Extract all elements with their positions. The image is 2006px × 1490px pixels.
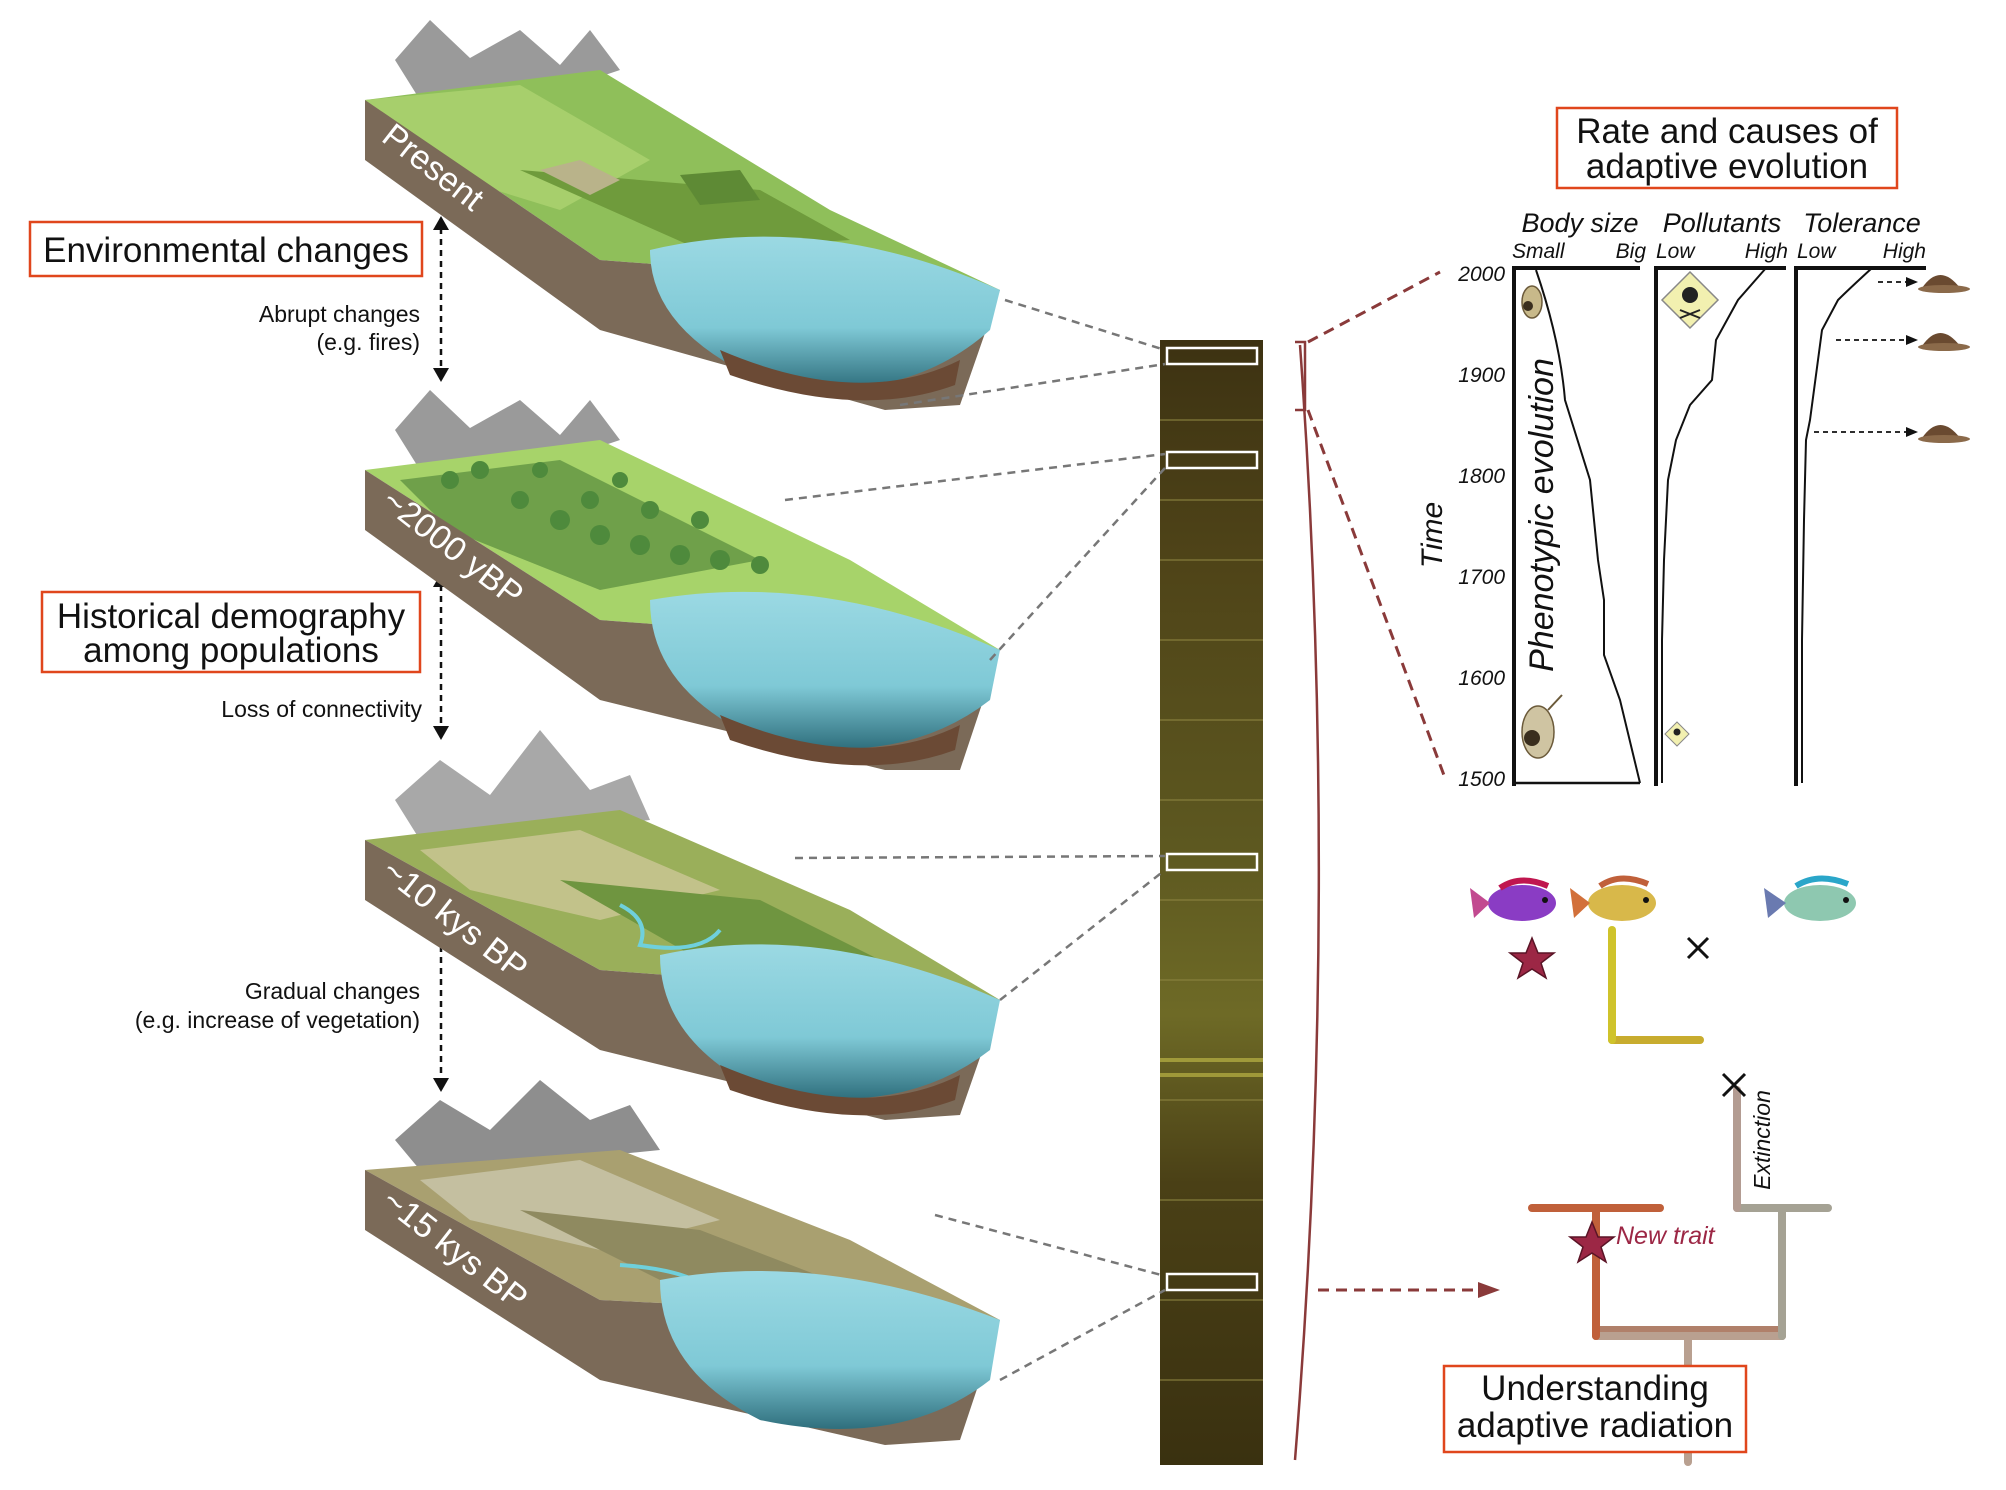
landscape-2000ybp: ~2000 yBP <box>365 390 1000 770</box>
header-pollutants: Pollutants <box>1663 208 1782 238</box>
loss-of-connectivity-label: Loss of connectivity <box>221 696 422 722</box>
gradual-changes-example: (e.g. increase of vegetation) <box>135 1007 420 1033</box>
extinction-label: Extinction <box>1749 1090 1775 1190</box>
time-tick-1500: 1500 <box>1458 768 1505 791</box>
trait-star-icon <box>1507 935 1557 980</box>
rate-curves <box>1535 267 1873 784</box>
time-tick-1900: 1900 <box>1458 364 1505 387</box>
phenotypic-evolution-label: Phenotypic evolution <box>1523 358 1561 672</box>
landscape-present: Present <box>365 20 1000 410</box>
tolerance-arrows <box>1814 281 1908 433</box>
header-tolerance: Tolerance <box>1803 208 1921 238</box>
environmental-changes-label: Environmental changes <box>43 231 409 270</box>
landscape-15kysbp: ~15 kys BP <box>365 1080 1000 1445</box>
radiation-title-line2: adaptive radiation <box>1457 1406 1733 1445</box>
abrupt-changes-example: (e.g. fires) <box>316 329 420 355</box>
body-size-scale-small: Small <box>1512 240 1566 263</box>
core-brackets <box>1293 340 1321 1461</box>
rate-plot-frames <box>1512 266 1926 786</box>
sediment-core <box>1160 340 1263 1465</box>
abrupt-changes-label: Abrupt changes <box>259 301 420 327</box>
daphnia-icon <box>1521 285 1543 319</box>
pollutants-scale-high: High <box>1745 240 1788 263</box>
time-tick-2000: 2000 <box>1457 263 1505 286</box>
radiation-arrow-head <box>1478 1282 1500 1298</box>
rate-title-line1: Rate and causes of <box>1576 112 1878 151</box>
rate-title-line2: adaptive evolution <box>1586 147 1868 186</box>
time-axis-label: Time <box>1416 502 1449 568</box>
skull-hazard-icon <box>1660 270 1720 330</box>
new-trait-label: New trait <box>1616 1222 1716 1250</box>
pollutants-scale-low: Low <box>1656 240 1696 263</box>
fish-purple-icon <box>1470 877 1556 921</box>
historical-demography-box: Historical demography among populations <box>40 590 422 674</box>
time-tick-1800: 1800 <box>1458 465 1505 488</box>
fish-teal-icon <box>1764 875 1856 921</box>
core-sample-markers <box>1165 346 1259 1292</box>
body-size-scale-big: Big <box>1616 240 1647 263</box>
pollutants-curve <box>1661 267 1767 783</box>
tolerance-arrow-heads <box>1906 277 1918 437</box>
small-skull-hazard-icon <box>1664 721 1690 747</box>
time-tick-1700: 1700 <box>1458 566 1505 589</box>
time-tick-1600: 1600 <box>1458 667 1505 690</box>
extinction-marks <box>1686 936 1747 1098</box>
body-size-curve <box>1535 269 1641 784</box>
snail-icons <box>1918 275 1970 443</box>
bracket-connectors <box>1306 270 1480 1292</box>
landscape-core-connectors <box>784 298 1166 1382</box>
landscape-10kysbp: ~10 kys BP <box>365 730 1000 1120</box>
environmental-changes-box: Environmental changes <box>28 220 424 278</box>
historical-demography-line2: among populations <box>83 631 379 670</box>
radiation-title-line1: Understanding <box>1481 1369 1709 1408</box>
rate-causes-title-box: Rate and causes of adaptive evolution <box>1555 106 1899 190</box>
fish-yellow-icon <box>1570 875 1656 921</box>
gradual-changes-label: Gradual changes <box>245 978 420 1004</box>
historical-demography-line1: Historical demography <box>57 597 406 636</box>
new-trait-star-icon <box>1567 1219 1617 1264</box>
daphnia-large-icon <box>1521 694 1563 759</box>
phylogenetic-tree <box>1528 926 1832 1466</box>
tolerance-scale-low: Low <box>1797 240 1837 263</box>
adaptive-radiation-title-box: Understanding adaptive radiation <box>1442 1364 1748 1454</box>
tolerance-curve <box>1801 267 1873 783</box>
tolerance-scale-high: High <box>1883 240 1926 263</box>
header-body-size: Body size <box>1521 208 1638 238</box>
